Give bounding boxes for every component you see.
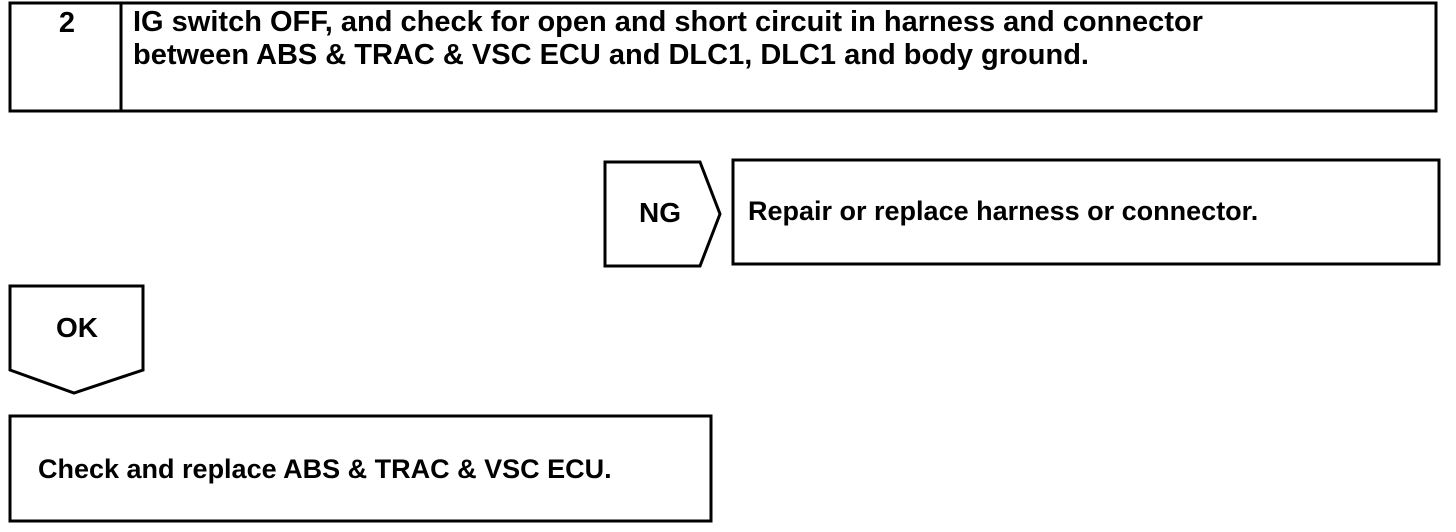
ok-action-text: Check and replace ABS & TRAC & VSC ECU.	[38, 454, 612, 484]
ng-action-text: Repair or replace harness or connector.	[748, 196, 1259, 226]
ng-action-box	[731, 158, 1441, 266]
ok-arrow-shape	[8, 284, 145, 395]
ng-label: NG	[639, 197, 681, 228]
step-instruction: IG switch OFF, and check for open and sh…	[133, 6, 1203, 72]
step-number: 2	[58, 7, 76, 39]
step-instruction-line-2: between ABS & TRAC & VSC ECU and DLC1, D…	[133, 39, 1089, 71]
step-box	[8, 1, 1438, 113]
ok-label: OK	[56, 312, 98, 343]
ok-action-box	[8, 414, 713, 523]
step-instruction-line-1: IG switch OFF, and check for open and sh…	[133, 6, 1203, 38]
ng-arrow-shape	[603, 160, 722, 268]
